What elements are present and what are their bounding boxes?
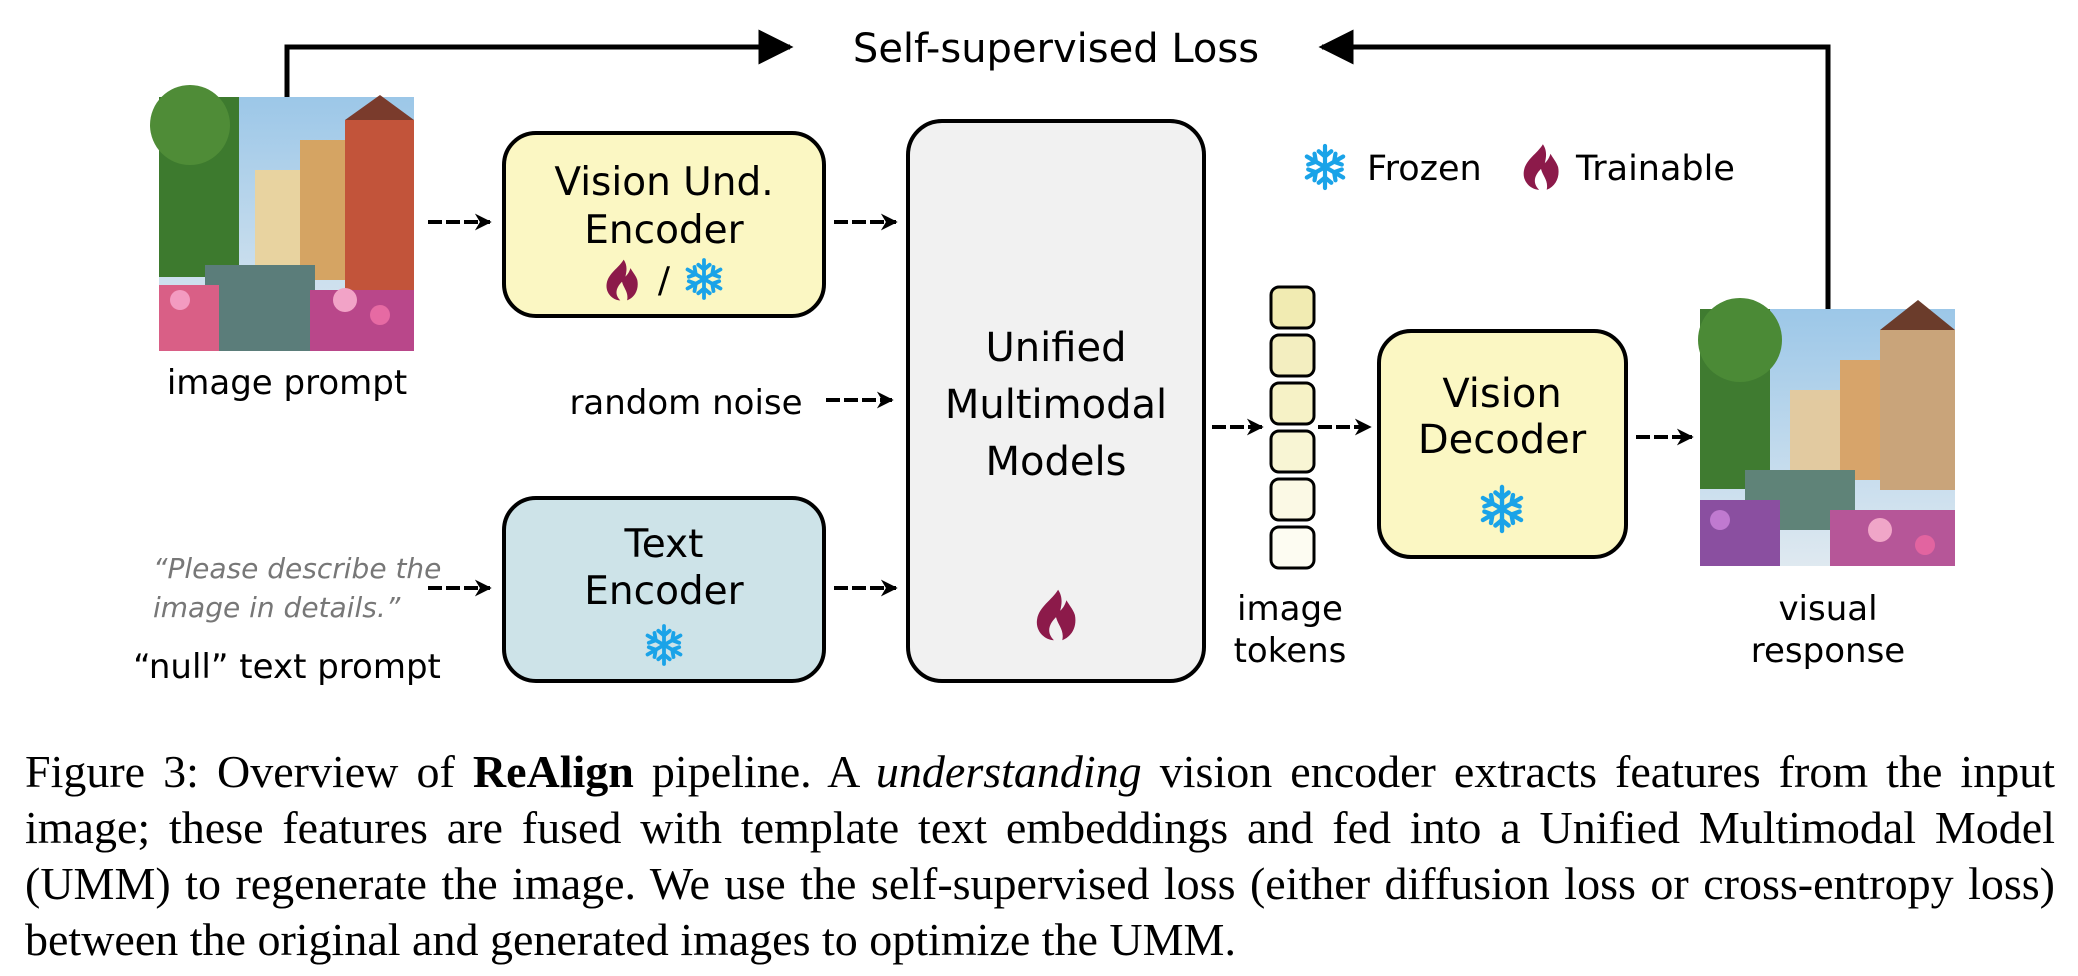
snowflake-icon — [1304, 146, 1347, 188]
umm-line3: Models — [986, 439, 1127, 485]
image-token — [1269, 333, 1316, 378]
image-token — [1269, 477, 1316, 522]
vision-encoder-line2: Encoder — [584, 208, 744, 253]
loss-feedback-arrows — [284, 29, 1831, 312]
legend-trainable-label: Trainable — [1575, 149, 1735, 189]
visual-response-line1: visual — [1778, 589, 1877, 629]
image-token — [1269, 381, 1316, 426]
null-text-prompt-label: “null” text prompt — [133, 647, 441, 687]
vision-und-encoder-box — [502, 131, 826, 318]
image-token-stack — [1269, 285, 1316, 570]
vision-decoder-line2: Decoder — [1418, 417, 1587, 463]
visual-response-picture — [1698, 298, 1955, 566]
vision-decoder-line1: Vision — [1442, 371, 1561, 417]
figure-caption: Figure 3: Overview of ReAlign pipeline. … — [25, 744, 2055, 968]
umm-line2: Multimodal — [945, 382, 1167, 428]
image-token — [1269, 285, 1316, 330]
text-prompt-quote-line1: “Please describe the — [153, 552, 441, 585]
vision-decoder-box — [1377, 329, 1628, 559]
text-encoder-box — [502, 496, 826, 683]
image-tokens-line1: image — [1237, 589, 1343, 629]
image-tokens-line2: tokens — [1234, 631, 1347, 671]
vision-encoder-line1: Vision Und. — [554, 160, 773, 205]
unified-multimodal-models-box — [906, 119, 1206, 683]
text-prompt-quote-line2: image in details.” — [153, 591, 401, 624]
visual-response-line2: response — [1751, 631, 1905, 671]
self-supervised-loss-label: Self-supervised Loss — [853, 26, 1259, 72]
encoder-separator: / — [658, 260, 671, 301]
text-encoder-line1: Text — [624, 522, 704, 567]
umm-line1: Unified — [986, 325, 1127, 371]
random-noise-label: random noise — [569, 383, 802, 423]
image-prompt-picture — [150, 85, 414, 351]
flame-icon — [1523, 144, 1559, 190]
caption-part3: vision encoder extracts features from th… — [25, 746, 2055, 965]
legend-frozen-label: Frozen — [1367, 149, 1482, 189]
image-token — [1269, 429, 1316, 474]
image-token — [1269, 525, 1316, 570]
image-prompt-label: image prompt — [167, 363, 407, 403]
flow-arrows — [428, 213, 1694, 597]
caption-method-name: ReAlign — [472, 746, 634, 797]
caption-emphasis: understanding — [875, 746, 1142, 797]
caption-prefix: Figure 3: Overview of — [25, 746, 473, 797]
caption-part2: pipeline. A — [633, 746, 876, 797]
text-encoder-line2: Encoder — [584, 569, 744, 614]
